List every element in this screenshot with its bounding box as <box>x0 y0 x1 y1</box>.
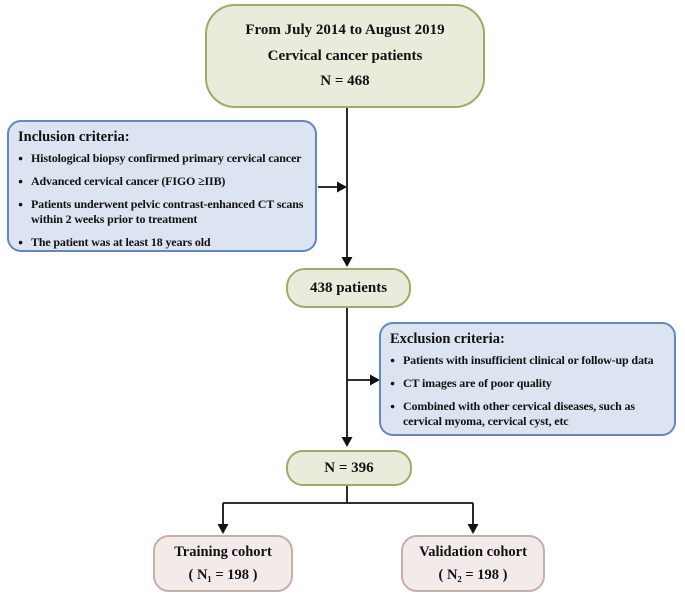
inclusion-title: Inclusion criteria: <box>18 129 130 145</box>
exclusion-item: Patients with insufficient clinical or f… <box>390 353 665 368</box>
n-396-box: N = 396 <box>286 450 412 486</box>
exclusion-title: Exclusion criteria: <box>390 331 505 347</box>
branch-line <box>222 486 474 525</box>
validation-cohort-title: Validation cohort <box>419 543 527 560</box>
exclusion-criteria-box: Exclusion criteria: Patients with insuff… <box>379 322 676 436</box>
start-box-line-population: Cervical cancer patients <box>267 47 423 64</box>
arrowhead-right-inclusion <box>337 181 347 193</box>
training-cohort-count: ( N₁ = 198 ) <box>188 566 258 583</box>
exclusion-list: Patients with insufficient clinical or f… <box>390 353 665 429</box>
start-box-line-count: N = 468 <box>320 72 370 89</box>
n-396-label: N = 396 <box>324 459 374 476</box>
start-box-line-date-range: From July 2014 to August 2019 <box>245 22 445 39</box>
inclusion-criteria-box: Inclusion criteria: Histological biopsy … <box>7 120 317 252</box>
start-box: From July 2014 to August 2019 Cervical c… <box>205 4 485 108</box>
inclusion-item: Histological biopsy confirmed primary ce… <box>18 151 306 166</box>
patients-438-box: 438 patients <box>286 268 411 308</box>
exclusion-item: Combined with other cervical diseases, s… <box>390 399 665 429</box>
inclusion-list: Histological biopsy confirmed primary ce… <box>18 151 306 250</box>
training-cohort-title: Training cohort <box>174 543 272 560</box>
inclusion-item: Advanced cervical cancer (FIGO ≥IIB) <box>18 174 306 189</box>
arrowhead-down-training <box>217 524 229 534</box>
arrowhead-down-validation <box>467 524 479 534</box>
patients-438-label: 438 patients <box>309 279 388 296</box>
arrowhead-down-396 <box>341 437 353 447</box>
validation-cohort-count: ( N₂ = 198 ) <box>438 566 508 583</box>
inclusion-item: Patients underwent pelvic contrast-enhan… <box>18 197 306 227</box>
exclusion-item: CT images are of poor quality <box>390 376 665 391</box>
arrowhead-down-438 <box>341 257 353 267</box>
training-cohort-box: Training cohort ( N₁ = 198 ) <box>153 535 293 592</box>
validation-cohort-box: Validation cohort ( N₂ = 198 ) <box>401 535 545 592</box>
inclusion-item: The patient was at least 18 years old <box>18 235 306 250</box>
